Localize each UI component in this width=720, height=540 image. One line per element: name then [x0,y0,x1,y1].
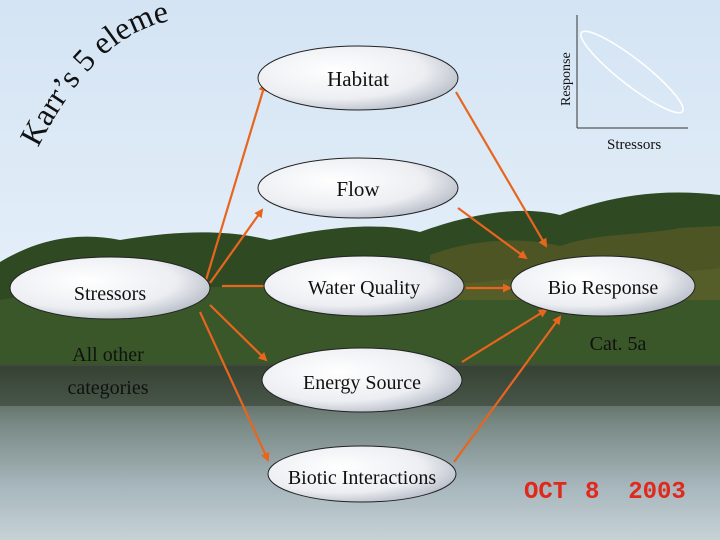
node-water-quality-label: Water Quality [308,277,420,299]
node-stressors: Stressors [10,257,210,319]
node-flow: Flow [258,158,458,218]
node-stressors-label: Stressors [74,283,146,305]
node-bio-response-label: Bio Response [548,277,659,299]
node-energy-source: Energy Source [262,348,462,412]
date-stamp-month: OCT [524,479,567,506]
node-bio-response: Bio Response [511,256,695,316]
date-stamp-day-year: 8 2003 [585,479,686,506]
inset-y-label: Response [559,52,574,106]
node-habitat-label: Habitat [327,67,389,91]
cat-5a-label: Cat. 5a [590,333,647,355]
node-energy-source-label: Energy Source [303,372,421,394]
all-other-categories-line1: All other [72,344,144,366]
all-other-categories-line2: categories [67,377,148,399]
node-flow-label: Flow [336,177,380,201]
node-habitat: Habitat [258,46,458,110]
inset-x-label: Stressors [607,137,661,153]
date-stamp: OCT 8 2003 [524,479,686,506]
node-water-quality: Water Quality [264,256,464,316]
node-biotic-interactions-label: Biotic Interactions [288,467,437,489]
node-biotic-interactions: Biotic Interactions [268,446,456,502]
